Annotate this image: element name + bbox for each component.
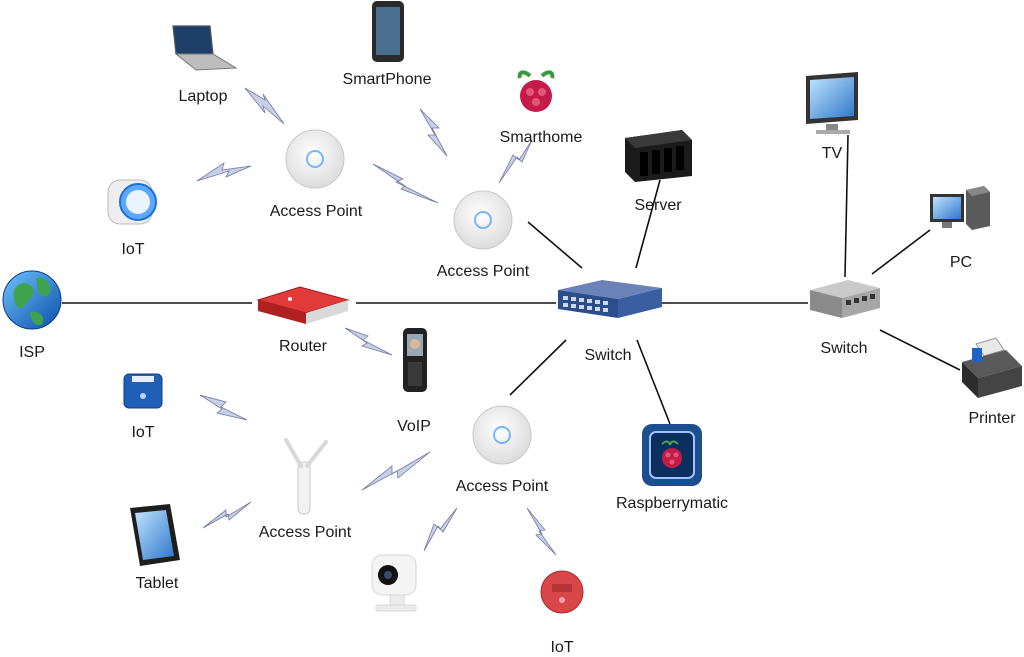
router-label: Router (279, 338, 328, 355)
pc-label: PC (950, 254, 972, 271)
nas-server-icon (625, 130, 692, 182)
network-switch-icon (558, 280, 662, 318)
wire-switch-server (635, 179, 661, 269)
globe-icon (2, 270, 62, 330)
wire-switch-right-tv (844, 134, 849, 278)
red-sensor-icon (540, 570, 584, 614)
wireless-links (196, 87, 557, 556)
laptop-node[interactable]: Laptop (172, 25, 238, 105)
wireless-ap-outdoor-ap-bottom (361, 451, 431, 491)
iot-red-label: IoT (550, 639, 573, 656)
wireless-smartphone-ap (419, 108, 448, 157)
voip-phone-icon (403, 328, 427, 392)
wireless-iot-plug-ap (196, 162, 252, 182)
wireless-ap-ap (372, 163, 439, 204)
wireless-router-voip (344, 327, 393, 356)
laptop-label: Laptop (179, 88, 228, 105)
wire-switch-right-printer (879, 329, 961, 371)
laptop-icon (172, 25, 238, 71)
access-point-icon (472, 405, 532, 465)
iot-red-node[interactable]: IoT (540, 570, 584, 656)
server-node[interactable]: Server (625, 130, 692, 214)
printer-icon (962, 337, 1022, 398)
smartphone-node[interactable]: SmartPhone (343, 1, 432, 88)
switch-main-node[interactable]: Switch (558, 280, 662, 364)
camera-node[interactable] (371, 554, 417, 612)
voip-node[interactable]: VoIP (397, 328, 431, 435)
iot-relay-node[interactable]: IoT (123, 373, 163, 441)
wire-switch-ap-top-center (527, 221, 583, 269)
wired-links (62, 134, 961, 425)
raspberrymatic-label: Raspberrymatic (616, 495, 728, 512)
printer-label: Printer (968, 410, 1016, 427)
switch-right-node[interactable]: Switch (810, 280, 880, 357)
desktop-pc-icon (930, 186, 990, 230)
server-label: Server (634, 197, 682, 214)
router-icon (256, 286, 350, 324)
switch-main-label: Switch (584, 347, 631, 364)
iot-plug-label: IoT (121, 241, 144, 258)
raspberry-pi-icon (517, 70, 555, 112)
isp-node[interactable]: ISP (2, 270, 62, 361)
tablet-icon (130, 504, 180, 566)
ap-top-center-node[interactable]: Access Point (437, 190, 530, 280)
pc-node[interactable]: PC (930, 186, 990, 271)
ap-top-left-label: Access Point (270, 203, 363, 220)
outdoor-access-point-icon (284, 438, 328, 515)
access-point-icon (453, 190, 513, 250)
raspberrymatic-app-icon (642, 424, 702, 486)
smarthome-node[interactable]: Smarthome (500, 70, 583, 146)
relay-module-icon (123, 373, 163, 409)
raspberrymatic-node[interactable]: Raspberrymatic (616, 424, 728, 512)
printer-node[interactable]: Printer (962, 337, 1022, 427)
voip-label: VoIP (397, 418, 431, 435)
smarthome-label: Smarthome (500, 129, 583, 146)
smartphone-icon (372, 1, 404, 62)
isp-label: ISP (19, 344, 45, 361)
ap-bottom-label: Access Point (456, 478, 549, 495)
switch-right-label: Switch (820, 340, 867, 357)
wireless-laptop-ap (244, 87, 285, 125)
router-node[interactable]: Router (256, 286, 350, 355)
network-switch-icon (810, 280, 880, 318)
ap-top-center-label: Access Point (437, 263, 530, 280)
wire-switch-right-pc (871, 229, 931, 275)
tv-monitor-icon (806, 72, 858, 134)
ap-top-left-node[interactable]: Access Point (270, 129, 363, 220)
wire-switch-ap-bottom (509, 339, 567, 396)
ap-outdoor-node[interactable]: Access Point (259, 438, 352, 541)
ap-bottom-node[interactable]: Access Point (456, 405, 549, 495)
tablet-node[interactable]: Tablet (130, 504, 180, 592)
wireless-iot-relay-ap (199, 394, 248, 421)
access-point-icon (285, 129, 345, 189)
tv-label: TV (822, 145, 843, 162)
wireless-iot-red-ap (526, 507, 557, 556)
tv-node[interactable]: TV (806, 72, 858, 162)
camera-icon (371, 554, 417, 612)
wireless-smarthome-ap (498, 139, 533, 184)
tablet-label: Tablet (136, 575, 179, 592)
wireless-tablet-ap (202, 501, 252, 529)
smart-plug-icon (107, 179, 157, 225)
wireless-camera-ap (423, 507, 458, 552)
iot-relay-label: IoT (131, 424, 154, 441)
ap-outdoor-label: Access Point (259, 524, 352, 541)
wire-switch-raspberrymatic (636, 339, 671, 425)
smartphone-label: SmartPhone (343, 71, 432, 88)
iot-plug-node[interactable]: IoT (107, 179, 157, 258)
